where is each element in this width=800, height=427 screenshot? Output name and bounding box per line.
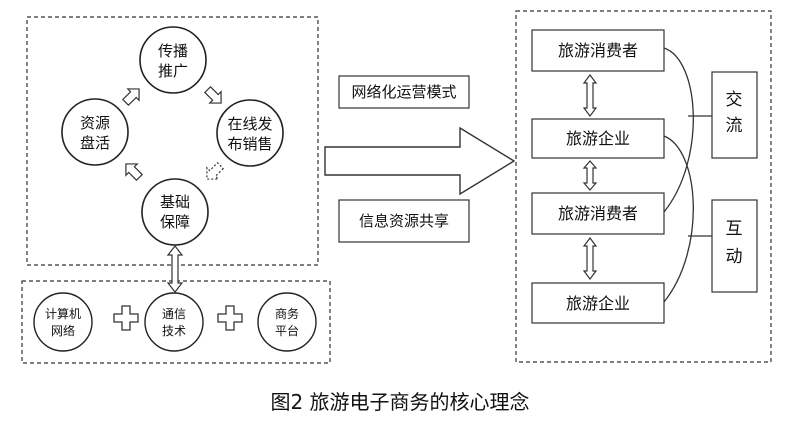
connector-curve-2: [663, 135, 694, 303]
left-upper-panel: [26, 16, 319, 266]
big-right-arrow: [324, 126, 516, 196]
bottom-circle-1-line2: 网络: [51, 323, 75, 338]
label-info-sharing-text: 信息资源共享: [359, 212, 449, 230]
double-arrow-2: [582, 160, 598, 191]
bottom-circle-2-line1: 通信: [162, 307, 186, 321]
right-box-1: 旅游消费者: [531, 29, 665, 72]
circle-right-line1: 在线发: [227, 115, 272, 133]
vertical-double-arrow: [166, 245, 184, 293]
figure-caption: 图2 旅游电子商务的核心理念: [270, 390, 529, 414]
cycle-arrow-left-to-top: [121, 88, 140, 107]
bottom-circle-1: 计算机 网络: [33, 292, 93, 352]
right-box-1-text: 旅游消费者: [558, 41, 638, 60]
circle-top-line1: 传播: [158, 42, 188, 60]
connector-curve-1: [663, 47, 694, 213]
label-network-mode: 网络化运营模式: [338, 75, 470, 109]
circle-left: 资源 盘活: [61, 98, 129, 166]
side-box-interact: 互 动: [711, 199, 758, 293]
side-box-exchange: 交 流: [711, 71, 758, 159]
bottom-circle-1-line1: 计算机: [45, 306, 81, 321]
right-box-3: 旅游消费者: [531, 192, 665, 235]
right-box-2-text: 旅游企业: [566, 129, 630, 148]
circle-top-line2: 推广: [158, 62, 188, 80]
double-arrow-1: [582, 74, 598, 117]
circle-right-line2: 布销售: [227, 135, 272, 153]
circle-bottom-line2: 保障: [160, 213, 190, 231]
bottom-circle-2: 通信 技术: [144, 292, 204, 352]
bottom-circle-3: 商务 平台: [257, 292, 317, 352]
circle-right: 在线发 布销售: [216, 99, 284, 167]
circle-left-line1: 资源: [80, 114, 110, 132]
plus-icon-1: [113, 305, 139, 331]
side-box-interact-line1: 互: [726, 219, 743, 239]
bottom-circle-2-line2: 技术: [162, 324, 186, 338]
label-info-sharing: 信息资源共享: [338, 199, 470, 243]
plus-icon-2: [217, 305, 243, 331]
bottom-circle-3-line1: 商务: [275, 306, 299, 321]
right-box-2: 旅游企业: [531, 118, 665, 159]
cycle-arrow-right-to-bottom: [206, 161, 225, 180]
right-panel: [515, 10, 772, 363]
circle-left-line2: 盘活: [80, 134, 110, 152]
bottom-circle-3-line2: 平台: [275, 323, 299, 338]
side-box-interact-line2: 动: [726, 247, 743, 267]
right-box-3-text: 旅游消费者: [558, 204, 638, 223]
circle-bottom-line1: 基础: [160, 193, 190, 211]
side-box-exchange-line1: 交: [726, 90, 743, 110]
double-arrow-3: [582, 237, 598, 280]
right-box-4-text: 旅游企业: [566, 294, 630, 313]
circle-bottom: 基础 保障: [141, 178, 209, 246]
circle-top: 传播 推广: [139, 26, 207, 94]
label-network-mode-text: 网络化运营模式: [351, 83, 456, 101]
side-box-exchange-line2: 流: [726, 116, 743, 136]
cycle-arrow-bottom-to-left: [125, 163, 144, 182]
right-box-4: 旅游企业: [531, 282, 665, 324]
cycle-arrow-top-to-right: [203, 85, 222, 104]
